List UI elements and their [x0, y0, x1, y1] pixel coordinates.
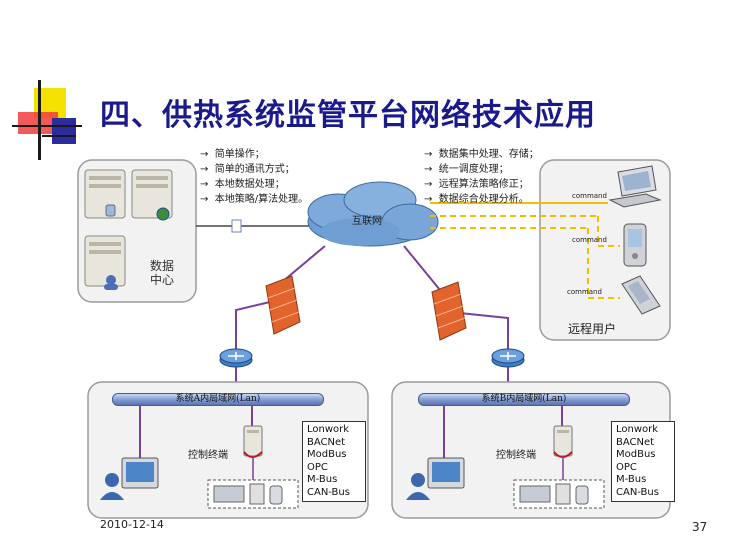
server-icon [84, 235, 126, 290]
page-title: 四、供热系统监管平台网络技术应用 [100, 98, 596, 133]
protocol-item: CAN-Bus [616, 486, 659, 498]
protocol-item: Lonwork [616, 424, 659, 435]
laptop-icon [608, 165, 662, 208]
pda-icon [623, 223, 647, 267]
lan-a-bus: 系统A内局域网(Lan) [112, 393, 324, 406]
plc-icon [213, 483, 283, 505]
protocol-item: Lonwork [307, 424, 350, 435]
central-features-list: → 数据集中处理、存储； → 统一调度处理； → 远程算法策略修正； → 数据综… [424, 147, 539, 207]
mobile-phone-icon [621, 275, 661, 315]
protocol-list: Lonwork BACNet ModBus OPC M-Bus CAN-Bus [611, 421, 675, 502]
server-icon [84, 169, 126, 219]
router-icon [219, 348, 253, 368]
operator-workstation-icon [406, 457, 465, 500]
local-features-list: → 简单操作； → 简单的通讯方式； → 本地数据处理； → 本地策略/算法处理… [200, 147, 308, 207]
command-label: command [572, 236, 607, 244]
operator-workstation-icon [100, 457, 159, 500]
protocol-item: ModBus [616, 449, 656, 460]
control-terminal-icon [553, 425, 573, 458]
list-item: → 简单操作； [200, 149, 265, 160]
protocol-item: OPC [307, 461, 328, 473]
protocol-item: M-Bus [616, 474, 647, 485]
list-item: → 统一调度处理； [424, 164, 509, 175]
document-icon [231, 219, 242, 233]
command-label: command [572, 192, 607, 200]
cloud-icon [307, 181, 439, 247]
firewall-icon [265, 275, 301, 335]
list-item: → 简单的通讯方式； [200, 164, 295, 175]
firewall-icon [431, 281, 467, 341]
protocol-list: Lonwork BACNet ModBus OPC M-Bus CAN-Bus [302, 421, 366, 502]
control-terminal-label: 控制终端 [496, 450, 536, 461]
protocol-item: ModBus [307, 449, 347, 460]
list-item: → 本地策略/算法处理。 [200, 194, 309, 205]
logo-decoration [12, 80, 82, 160]
page-number: 37 [692, 520, 708, 534]
list-item: → 本地数据处理； [200, 179, 285, 190]
protocol-item: BACNet [307, 436, 346, 448]
server-icon [131, 169, 173, 221]
router-icon [491, 348, 525, 368]
list-item: → 数据综合处理分析。 [424, 194, 529, 205]
control-terminal-icon [243, 425, 263, 458]
protocol-item: OPC [616, 461, 637, 473]
lan-b-bus: 系统B内局域网(Lan) [418, 393, 630, 406]
protocol-item: BACNet [616, 436, 655, 448]
command-label: command [567, 288, 602, 296]
remote-user-label: 远程用户 [568, 322, 617, 336]
footer-date: 2010-12-14 [100, 518, 164, 531]
internet-label: 互联网 [352, 216, 382, 227]
plc-icon [519, 483, 589, 505]
control-terminal-label: 控制终端 [188, 450, 228, 461]
protocol-item: M-Bus [307, 474, 338, 485]
data-center-label: 数据 中心 [150, 259, 175, 287]
list-item: → 远程算法策略修正； [424, 179, 529, 190]
protocol-item: CAN-Bus [307, 486, 350, 498]
list-item: → 数据集中处理、存储； [424, 149, 539, 160]
